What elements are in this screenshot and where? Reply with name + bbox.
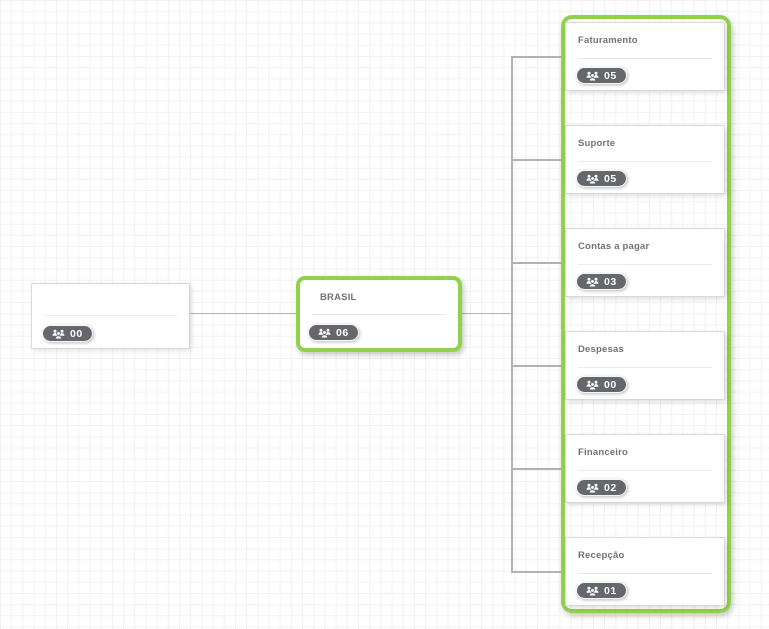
card-divider [578,161,712,162]
connector-stub-recepcao [511,571,564,573]
node-title: Financeiro [578,447,629,458]
members-count-badge[interactable]: 05 [576,170,627,187]
users-icon [586,380,599,390]
node-title: Contas a pagar [578,241,650,252]
members-count-badge[interactable]: 00 [42,325,93,342]
connector-trunk [511,56,513,572]
node-suporte[interactable]: Suporte 05 [565,125,725,194]
members-count: 00 [604,378,617,391]
users-icon-slot [586,174,599,184]
card-divider [312,314,446,315]
members-count: 00 [70,327,83,340]
connector-stub-suporte [511,159,564,161]
users-icon [586,277,599,287]
users-icon-slot [52,329,65,339]
card-divider [578,470,712,471]
children-group: Faturamento 05 Suporte [561,15,731,613]
members-count-badge[interactable]: 06 [308,324,359,341]
connector-stub-faturamento [511,56,564,58]
members-count-badge[interactable]: 03 [576,273,627,290]
node-contas-a-pagar[interactable]: Contas a pagar 03 [565,228,725,297]
members-count: 01 [604,584,617,597]
users-icon-slot [586,277,599,287]
users-icon-slot [586,586,599,596]
connector-root-to-parent [190,312,296,314]
node-title: Recepção [578,550,625,561]
node-brasil[interactable]: BRASIL 06 [296,276,462,352]
connector-stub-financeiro [511,468,564,470]
users-icon [586,586,599,596]
card-divider [578,573,712,574]
members-count: 05 [604,69,617,82]
node-financeiro[interactable]: Financeiro 02 [565,434,725,503]
users-icon [52,329,65,339]
card-divider [578,367,712,368]
users-icon-slot [318,328,331,338]
node-faturamento[interactable]: Faturamento 05 [565,22,725,91]
users-icon [318,328,331,338]
users-icon-slot [586,380,599,390]
connector-stub-despesas [511,365,564,367]
node-title: Faturamento [578,35,638,46]
members-count: 02 [604,481,617,494]
card-divider [578,264,712,265]
members-count: 06 [336,326,349,339]
users-icon [586,174,599,184]
node-title: BRASIL [320,292,357,303]
members-count-badge[interactable]: 00 [576,376,627,393]
connector-stub-contas-a-pagar [511,262,564,264]
node-root[interactable]: 00 [31,283,190,349]
connector-parent-to-trunk [462,312,512,314]
users-icon [586,71,599,81]
node-recepcao[interactable]: Recepção 01 [565,537,725,606]
node-title: Despesas [578,344,624,355]
members-count: 05 [604,172,617,185]
users-icon-slot [586,483,599,493]
members-count: 03 [604,275,617,288]
node-title: Suporte [578,138,616,149]
users-icon-slot [586,71,599,81]
members-count-badge[interactable]: 05 [576,67,627,84]
card-divider [44,315,177,316]
members-count-badge[interactable]: 02 [576,479,627,496]
users-icon [586,483,599,493]
members-count-badge[interactable]: 01 [576,582,627,599]
node-despesas[interactable]: Despesas 00 [565,331,725,400]
card-divider [578,58,712,59]
